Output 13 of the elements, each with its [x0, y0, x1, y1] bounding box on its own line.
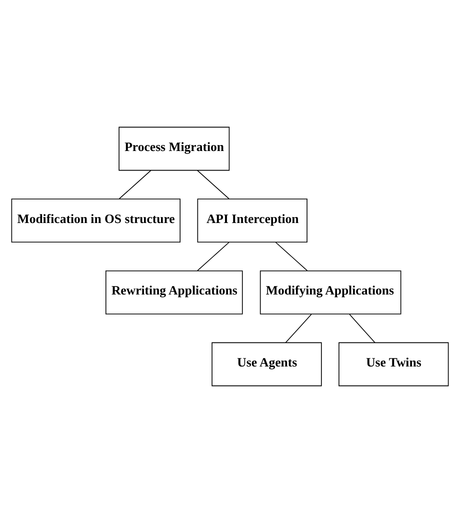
node-box: Modification in OS structure [11, 198, 181, 243]
connector [197, 242, 230, 272]
connector [349, 314, 376, 344]
connector [285, 314, 312, 344]
node-box: Rewriting Applications [105, 270, 243, 314]
connector [196, 170, 230, 200]
node-box: Use Agents [212, 342, 322, 386]
connector [118, 170, 152, 200]
connector [275, 242, 308, 272]
node-box: Use Twins [338, 342, 449, 386]
node-box: API Interception [197, 198, 308, 243]
node-box: Modifying Applications [260, 270, 402, 314]
node-box: Process Migration [118, 126, 230, 171]
